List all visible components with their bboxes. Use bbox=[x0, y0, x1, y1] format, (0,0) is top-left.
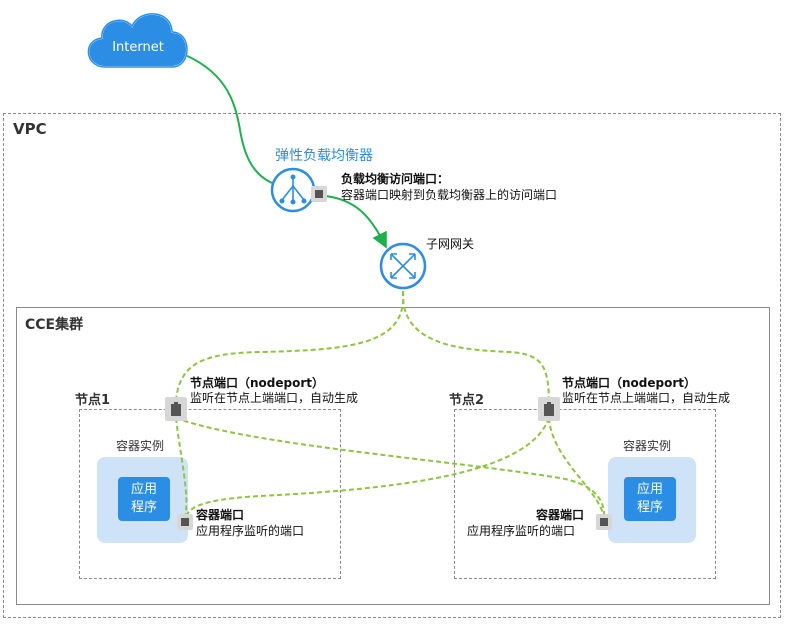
node1-container-port-desc: 应用程序监听的端口 bbox=[196, 524, 305, 538]
node2-application: 应用 程序 bbox=[624, 477, 676, 521]
vpc-label: VPC bbox=[13, 120, 47, 138]
node2-boundary bbox=[454, 409, 716, 579]
cce-cluster-label: CCE集群 bbox=[25, 317, 84, 333]
node2-container-port-icon bbox=[596, 514, 612, 530]
node1-boundary bbox=[79, 409, 341, 579]
elb-port-title: 负载均衡访问端口： bbox=[341, 172, 450, 186]
node1-app-line2: 程序 bbox=[130, 500, 157, 515]
load-balancer-icon bbox=[270, 167, 316, 213]
cce-cluster-boundary bbox=[16, 307, 770, 605]
node2-nodeport-icon bbox=[538, 397, 560, 421]
node2-label: 节点2 bbox=[449, 393, 485, 408]
nodeport1-to-containerport1-line bbox=[175, 417, 188, 519]
node1-container-label: 容器实例 bbox=[116, 439, 165, 453]
node2-nodeport-desc: 监听在节点上端端口，自动生成 bbox=[562, 391, 731, 405]
vpc-boundary bbox=[3, 113, 781, 618]
internet-cloud-icon bbox=[87, 12, 188, 68]
node1-container-port-title: 容器端口 bbox=[196, 508, 245, 522]
node1-app-line1: 应用 bbox=[130, 482, 157, 497]
node2-app-line1: 应用 bbox=[636, 482, 663, 497]
elb-port-desc: 容器端口映射到负载均衡器上的访问端口 bbox=[341, 188, 558, 202]
node2-container-port-title: 容器端口 bbox=[536, 508, 585, 522]
subnet-gateway-icon bbox=[379, 242, 427, 290]
node2-container-port-desc: 应用程序监听的端口 bbox=[467, 524, 576, 538]
node2-app-line2: 程序 bbox=[636, 500, 663, 515]
internet-to-elb-line bbox=[177, 51, 273, 184]
subnet-gateway-label: 子网网关 bbox=[426, 237, 475, 251]
elb-port-icon bbox=[311, 186, 327, 202]
internet-label: Internet bbox=[112, 40, 164, 55]
node1-nodeport-title: 节点端口（nodeport） bbox=[190, 376, 325, 390]
gateway-to-nodeport1-line bbox=[175, 290, 405, 401]
elb-to-gateway-arrow bbox=[325, 195, 387, 249]
node1-label: 节点1 bbox=[75, 393, 111, 408]
nodeport2-to-containerport1-line bbox=[185, 417, 550, 519]
gateway-to-nodeport2-line bbox=[401, 290, 550, 401]
node1-nodeport-desc: 监听在节点上端端口，自动生成 bbox=[190, 391, 359, 405]
node2-nodeport-title: 节点端口（nodeport） bbox=[562, 376, 697, 390]
node2-container-label: 容器实例 bbox=[623, 439, 672, 453]
node1-container-port-icon bbox=[177, 514, 193, 530]
nodeport2-to-containerport2-line bbox=[548, 417, 605, 519]
elb-title: 弹性负载均衡器 bbox=[275, 148, 373, 164]
node1-application: 应用 程序 bbox=[118, 477, 170, 521]
node1-nodeport-icon bbox=[165, 397, 187, 421]
